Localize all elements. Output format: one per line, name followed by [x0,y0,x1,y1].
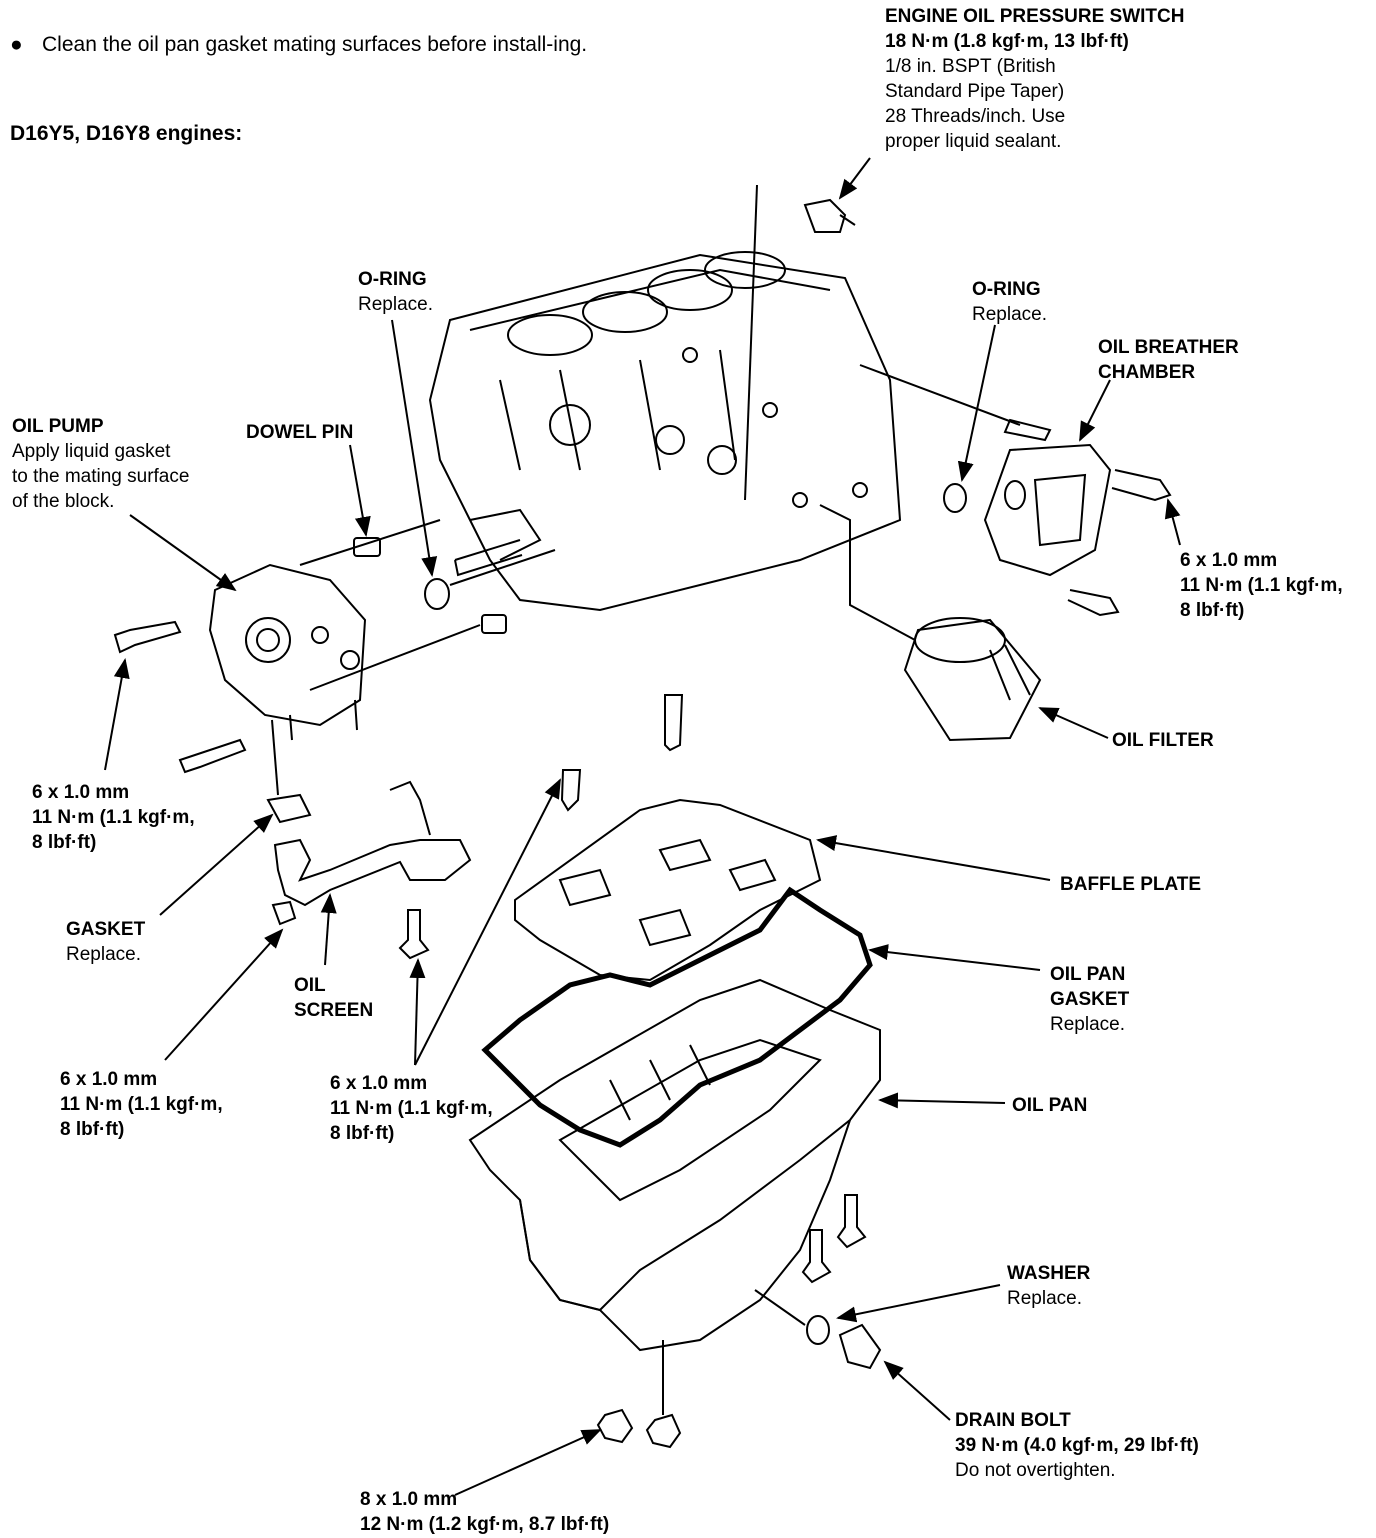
bolt-baffle-torque-2: 8 lbf·ft) [330,1123,395,1144]
oil-pan-gasket-note: Replace. [1050,1014,1125,1035]
baffle-bolt-left [560,769,582,812]
engines-heading: D16Y5, D16Y8 engines: [10,122,243,145]
oil-filter-title: OIL FILTER [1112,730,1214,751]
screen-bolt [398,909,430,960]
label-o-ring-left: O-RING Replace. [358,267,433,317]
oil-pan-gasket [481,886,873,1148]
label-oil-breather-chamber: OIL BREATHER CHAMBER [1098,335,1239,385]
label-dowel-pin: DOWEL PIN [246,420,353,445]
label-bolt-breather: 6 x 1.0 mm 11 N·m (1.1 kgf·m, 8 lbf·ft) [1180,548,1343,623]
pan-nut-torque: 12 N·m (1.2 kgf·m, 8.7 lbf·ft) [360,1514,610,1535]
label-oil-pan: OIL PAN [1012,1093,1087,1118]
oil-pump-line-1: Apply liquid gasket [12,441,171,462]
gasket-title: GASKET [66,919,146,940]
drain-bolt-torque: 39 N·m (4.0 kgf·m, 29 lbf·ft) [955,1435,1199,1456]
oil-pressure-switch [803,198,856,233]
label-bolt-baffle: 6 x 1.0 mm 11 N·m (1.1 kgf·m, 8 lbf·ft) [330,1071,493,1146]
gasket [266,793,312,824]
pump-bolt-lower [178,738,247,774]
o-ring-left-title: O-RING [358,269,427,290]
gasket-note: Replace. [66,944,141,965]
pan-bolt-1 [801,1229,832,1284]
drain-bolt-title: DRAIN BOLT [955,1410,1071,1431]
oil-breather-chamber [983,418,1172,617]
breather-line-1: OIL BREATHER [1098,337,1239,358]
bolt-pump-torque-1: 11 N·m (1.1 kgf·m, [32,807,195,828]
bolt-baffle-torque-1: 11 N·m (1.1 kgf·m, [330,1098,493,1119]
oil-pan-gasket-line-1: OIL PAN [1050,964,1126,985]
bolt-screen-torque-2: 8 lbf·ft) [60,1119,125,1140]
washer-note: Replace. [1007,1288,1082,1309]
pan-bolt-2 [836,1194,867,1249]
baffle-plate-title: BAFFLE PLATE [1060,874,1202,895]
bolt-breather-torque-1: 11 N·m (1.1 kgf·m, [1180,575,1343,596]
drain-bolt [838,1323,882,1370]
label-oil-pressure-switch: ENGINE OIL PRESSURE SWITCH 18 N·m (1.8 k… [885,4,1184,154]
oil-pump-line-2: to the mating surface [12,466,190,487]
oil-pump [208,563,367,741]
oil-pressure-switch-line-2: Standard Pipe Taper) [885,81,1065,102]
bolt-breather-size: 6 x 1.0 mm [1180,550,1278,571]
oil-screen-line-2: SCREEN [294,1000,374,1021]
o-ring-left-note: Replace. [358,294,433,315]
oil-pan-title: OIL PAN [1012,1095,1088,1116]
pan-nut-right [645,1413,682,1449]
instruction-note: ● Clean the oil pan gasket mating surfac… [10,28,662,61]
baffle-bolt-top [664,694,684,752]
bullet-icon: ● [10,33,23,56]
oil-filter [903,617,1042,742]
label-bolt-screen: 6 x 1.0 mm 11 N·m (1.1 kgf·m, 8 lbf·ft) [60,1067,223,1142]
baffle-plate [514,798,822,982]
oil-pressure-switch-line-1: 1/8 in. BSPT (British [885,56,1056,77]
pan-nut-size: 8 x 1.0 mm [360,1489,458,1510]
label-oil-pan-gasket: OIL PAN GASKET Replace. [1050,962,1129,1037]
label-gasket: GASKET Replace. [66,917,145,967]
label-drain-bolt: DRAIN BOLT 39 N·m (4.0 kgf·m, 29 lbf·ft)… [955,1408,1199,1483]
bolt-screen-size: 6 x 1.0 mm [60,1069,158,1090]
o-ring-right-title: O-RING [972,279,1041,300]
oil-pump-title: OIL PUMP [12,416,104,437]
oil-screen [273,780,472,907]
oil-pump-line-3: of the block. [12,491,115,512]
oil-pan-gasket-line-2: GASKET [1050,989,1130,1010]
label-washer: WASHER Replace. [1007,1261,1090,1311]
oil-pressure-switch-line-3: 28 Threads/inch. Use [885,106,1066,127]
bolt-screen-torque-1: 11 N·m (1.1 kgf·m, [60,1094,223,1115]
dowel-pin-lower [481,614,507,634]
dowel-pin-title: DOWEL PIN [246,422,354,443]
washer-title: WASHER [1007,1263,1091,1284]
o-ring-left [424,578,450,610]
screen-nut [271,900,297,926]
label-bolt-pump: 6 x 1.0 mm 11 N·m (1.1 kgf·m, 8 lbf·ft) [32,780,195,855]
bolt-breather-torque-2: 8 lbf·ft) [1180,600,1245,621]
label-oil-screen: OIL SCREEN [294,973,373,1023]
label-baffle-plate: BAFFLE PLATE [1060,872,1201,897]
engine-block [428,251,902,612]
oil-pan [468,978,881,1352]
breather-line-2: CHAMBER [1098,362,1196,383]
oil-pressure-switch-title: ENGINE OIL PRESSURE SWITCH [885,6,1185,27]
label-pan-nut: 8 x 1.0 mm 12 N·m (1.2 kgf·m, 8.7 lbf·ft… [360,1487,609,1537]
bolt-baffle-size: 6 x 1.0 mm [330,1073,428,1094]
drain-bolt-note: Do not overtighten. [955,1460,1116,1481]
bolt-pump-torque-2: 8 lbf·ft) [32,832,97,853]
label-oil-filter: OIL FILTER [1112,728,1214,753]
label-o-ring-right: O-RING Replace. [972,277,1047,327]
o-ring-right-note: Replace. [972,304,1047,325]
oil-pressure-switch-line-4: proper liquid sealant. [885,131,1062,152]
pan-nut-left [596,1408,634,1444]
label-oil-pump: OIL PUMP Apply liquid gasket to the mati… [12,414,189,514]
oil-screen-line-1: OIL [294,975,326,996]
washer [806,1315,830,1345]
instruction-text: Clean the oil pan gasket mating surfaces… [42,33,588,56]
oil-pressure-switch-torque: 18 N·m (1.8 kgf·m, 13 lbf·ft) [885,31,1129,52]
o-ring-right [943,483,967,513]
bolt-pump-size: 6 x 1.0 mm [32,782,130,803]
pump-bolt-upper [113,620,182,654]
